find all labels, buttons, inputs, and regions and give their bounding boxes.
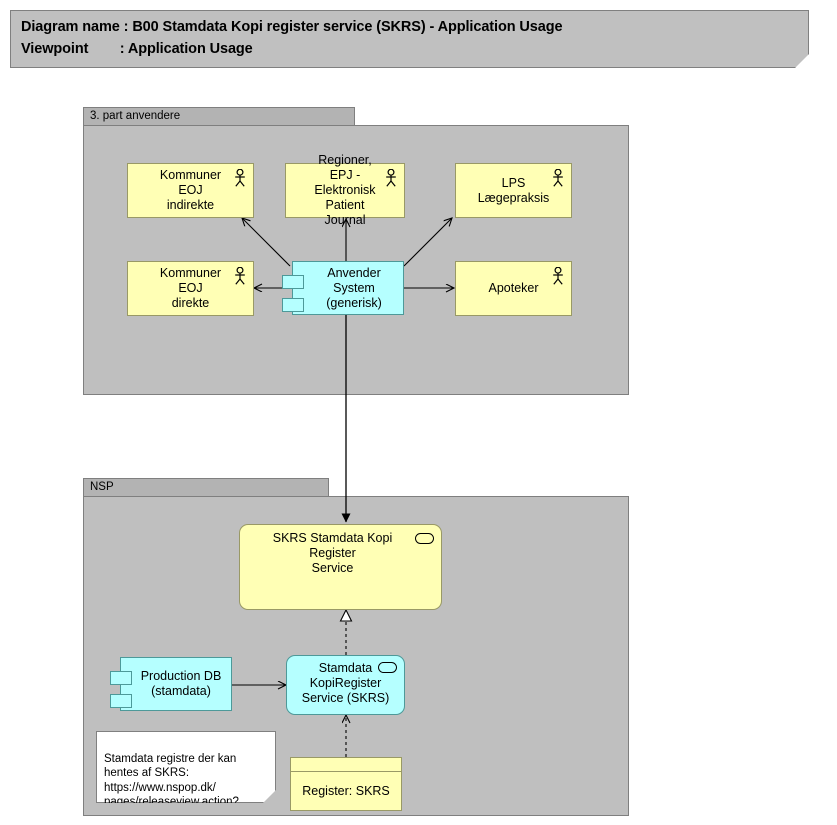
node-apoteker[interactable]: Apoteker [455,261,572,316]
service-oval-icon [415,533,434,544]
component-icon-tab-top [110,671,132,685]
group-nsp-header: NSP [83,478,329,497]
node-production-db-label: Production DB (stamdata) [140,669,222,698]
node-lps-laegepraksis[interactable]: LPS Lægepraksis [455,163,572,218]
node-anvender-system[interactable]: Anvender System (generisk) [282,261,404,315]
actor-icon [386,169,396,187]
actor-icon [235,169,245,187]
node-anvender-system-label: Anvender System (generisk) [326,265,382,310]
component-icon-tab-top [282,275,304,289]
service-oval-icon [378,662,397,673]
actor-icon [553,267,563,285]
node-lps-laegepraksis-label: LPS Lægepraksis [477,175,550,205]
node-kommuner-eoj-indirekte[interactable]: Kommuner EOJ indirekte [127,163,254,218]
actor-icon [235,267,245,285]
node-register-skrs-label: Register: SKRS [302,784,390,798]
note-stamdata-registre: Stamdata registre der kan hentes af SKRS… [96,731,276,803]
node-kommuner-eoj-indirekte-label: Kommuner EOJ indirekte [159,168,222,212]
diagram-name-text: Diagram name : B00 Stamdata Kopi registe… [21,19,563,35]
node-regioner-epj[interactable]: Regioner, EPJ - Elektronisk Patient Jour… [285,153,405,227]
node-stamdata-kopiregister-service[interactable]: Stamdata KopiRegister Service (SKRS) [286,655,405,715]
diagram-title-banner: Diagram name : B00 Stamdata Kopi registe… [10,10,809,68]
component-icon-tab-bottom [282,298,304,312]
node-stamdata-kopiregister-label: Stamdata KopiRegister Service (SKRS) [301,661,390,705]
node-regioner-epj-label: Regioner, EPJ - Elektronisk Patient Jour… [314,153,376,227]
node-skrs-service-label: SKRS Stamdata Kopi Register Service [272,531,393,575]
node-skrs-stamdata-kopi-register-service[interactable]: SKRS Stamdata Kopi Register Service [239,524,442,610]
viewpoint-text: Viewpoint : Application Usage [21,41,253,57]
data-object-header-bar [291,758,401,772]
group-third-party: 3. part anvendere [83,107,629,395]
node-kommuner-eoj-direkte-label: Kommuner EOJ direkte [159,266,222,310]
node-kommuner-eoj-direkte[interactable]: Kommuner EOJ direkte [127,261,254,316]
node-register-skrs[interactable]: Register: SKRS [290,757,402,811]
group-third-party-header: 3. part anvendere [83,107,355,126]
actor-icon [553,169,563,187]
node-apoteker-label: Apoteker [488,281,539,295]
component-icon-tab-bottom [110,694,132,708]
node-production-db[interactable]: Production DB (stamdata) [110,657,232,711]
